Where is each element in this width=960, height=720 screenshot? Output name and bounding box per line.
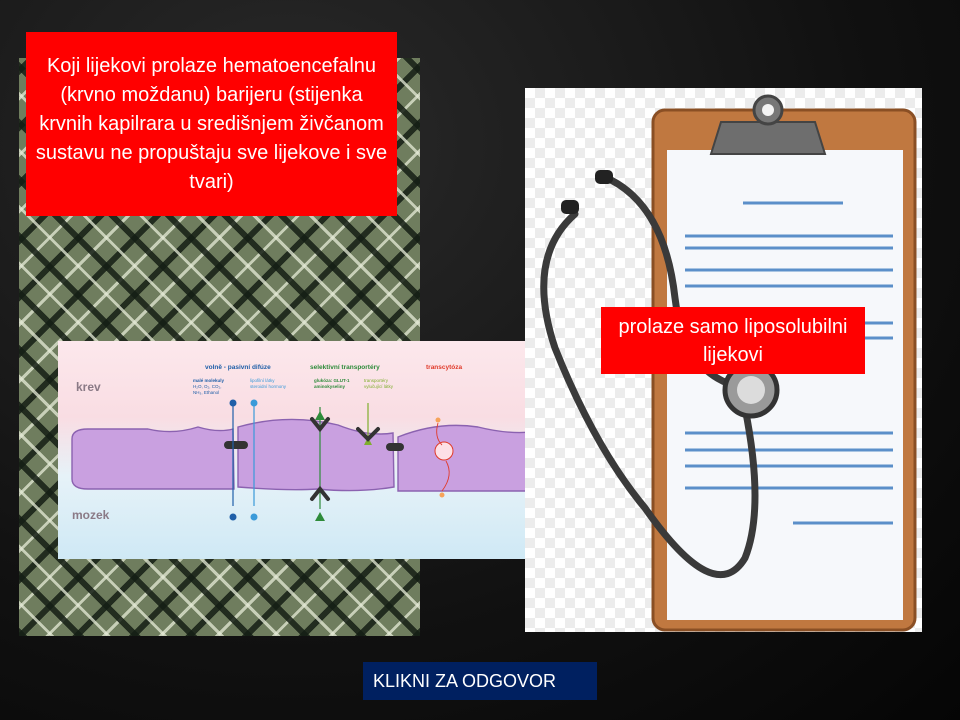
lipophilic-molecule-bottom [250, 513, 258, 521]
selective-label-amino-acids: aminokyseliny [314, 384, 346, 389]
question-box: Koji lijekovi prolaze hematoencefalnu (k… [26, 32, 397, 216]
heading-selective-transporters: selektivní transportéry [310, 364, 380, 371]
clip-hole [762, 104, 774, 116]
selective-label-transporters: transportéry [364, 378, 389, 383]
transcytosis-arrow-out [441, 460, 450, 492]
earpiece-icon-right [595, 170, 613, 184]
label-brain: mozek [72, 508, 110, 522]
transporter-top-icon [310, 417, 330, 433]
answer-box: prolaze samo liposolubilni lijekovi [601, 307, 865, 374]
glucose-top-icon [315, 411, 325, 420]
answer-text: prolaze samo liposolubilni lijekovi [618, 315, 848, 366]
efflux-transporter-icon [356, 427, 380, 442]
heading-passive-diffusion: volně - pasivní difúze [205, 364, 271, 371]
transporter-bottom-icon [310, 485, 330, 501]
passive-label-ethanol: NH₃, Ethanol [193, 390, 219, 395]
receptor-ligand-bottom [439, 492, 445, 498]
small-molecule-top [229, 399, 237, 407]
receptor-ligand-top [435, 417, 441, 423]
passive-label-steroids: steroidní hormony [250, 384, 287, 389]
stethoscope-tube-right [607, 176, 749, 392]
passive-label-gases: H₂O, O₂, CO₂, [193, 384, 222, 389]
glucose-bottom-icon [315, 512, 325, 521]
heading-transcytosis: transcytóza [426, 364, 463, 371]
chestpiece-diaphragm [737, 376, 765, 404]
stethoscope-tube-left [540, 210, 759, 579]
vesicle-icon [434, 441, 454, 461]
selective-label-glucose: glukóza: GLUT-1 [314, 378, 350, 383]
small-molecule-bottom [229, 513, 237, 521]
earpiece-icon-left [561, 200, 579, 214]
reveal-answer-label: KLIKNI ZA ODGOVOR [373, 670, 557, 691]
selective-label-efflux: vylučující látky [364, 384, 394, 389]
passive-label-lipophilic: lipofilní látky [250, 378, 275, 383]
passive-label-small-molecules: malé molekuly [193, 378, 225, 383]
tight-junction-2 [386, 443, 404, 451]
question-text: Koji lijekovi prolaze hematoencefalnu (k… [35, 54, 388, 193]
blood-brain-barrier-diagram: volně - pasivní difúze selektivní transp… [58, 341, 570, 559]
tight-junction-1 [224, 441, 248, 449]
clipboard-paper [667, 150, 903, 620]
endothelial-cell-middle [237, 418, 395, 492]
lipophilic-molecule-top [250, 399, 258, 407]
label-blood: krev [76, 380, 101, 394]
reveal-answer-button[interactable]: KLIKNI ZA ODGOVOR [363, 662, 597, 700]
transcytosis-arrow-in [436, 422, 443, 446]
clipboard-clip [709, 121, 827, 155]
endothelial-cell-left [71, 426, 235, 490]
